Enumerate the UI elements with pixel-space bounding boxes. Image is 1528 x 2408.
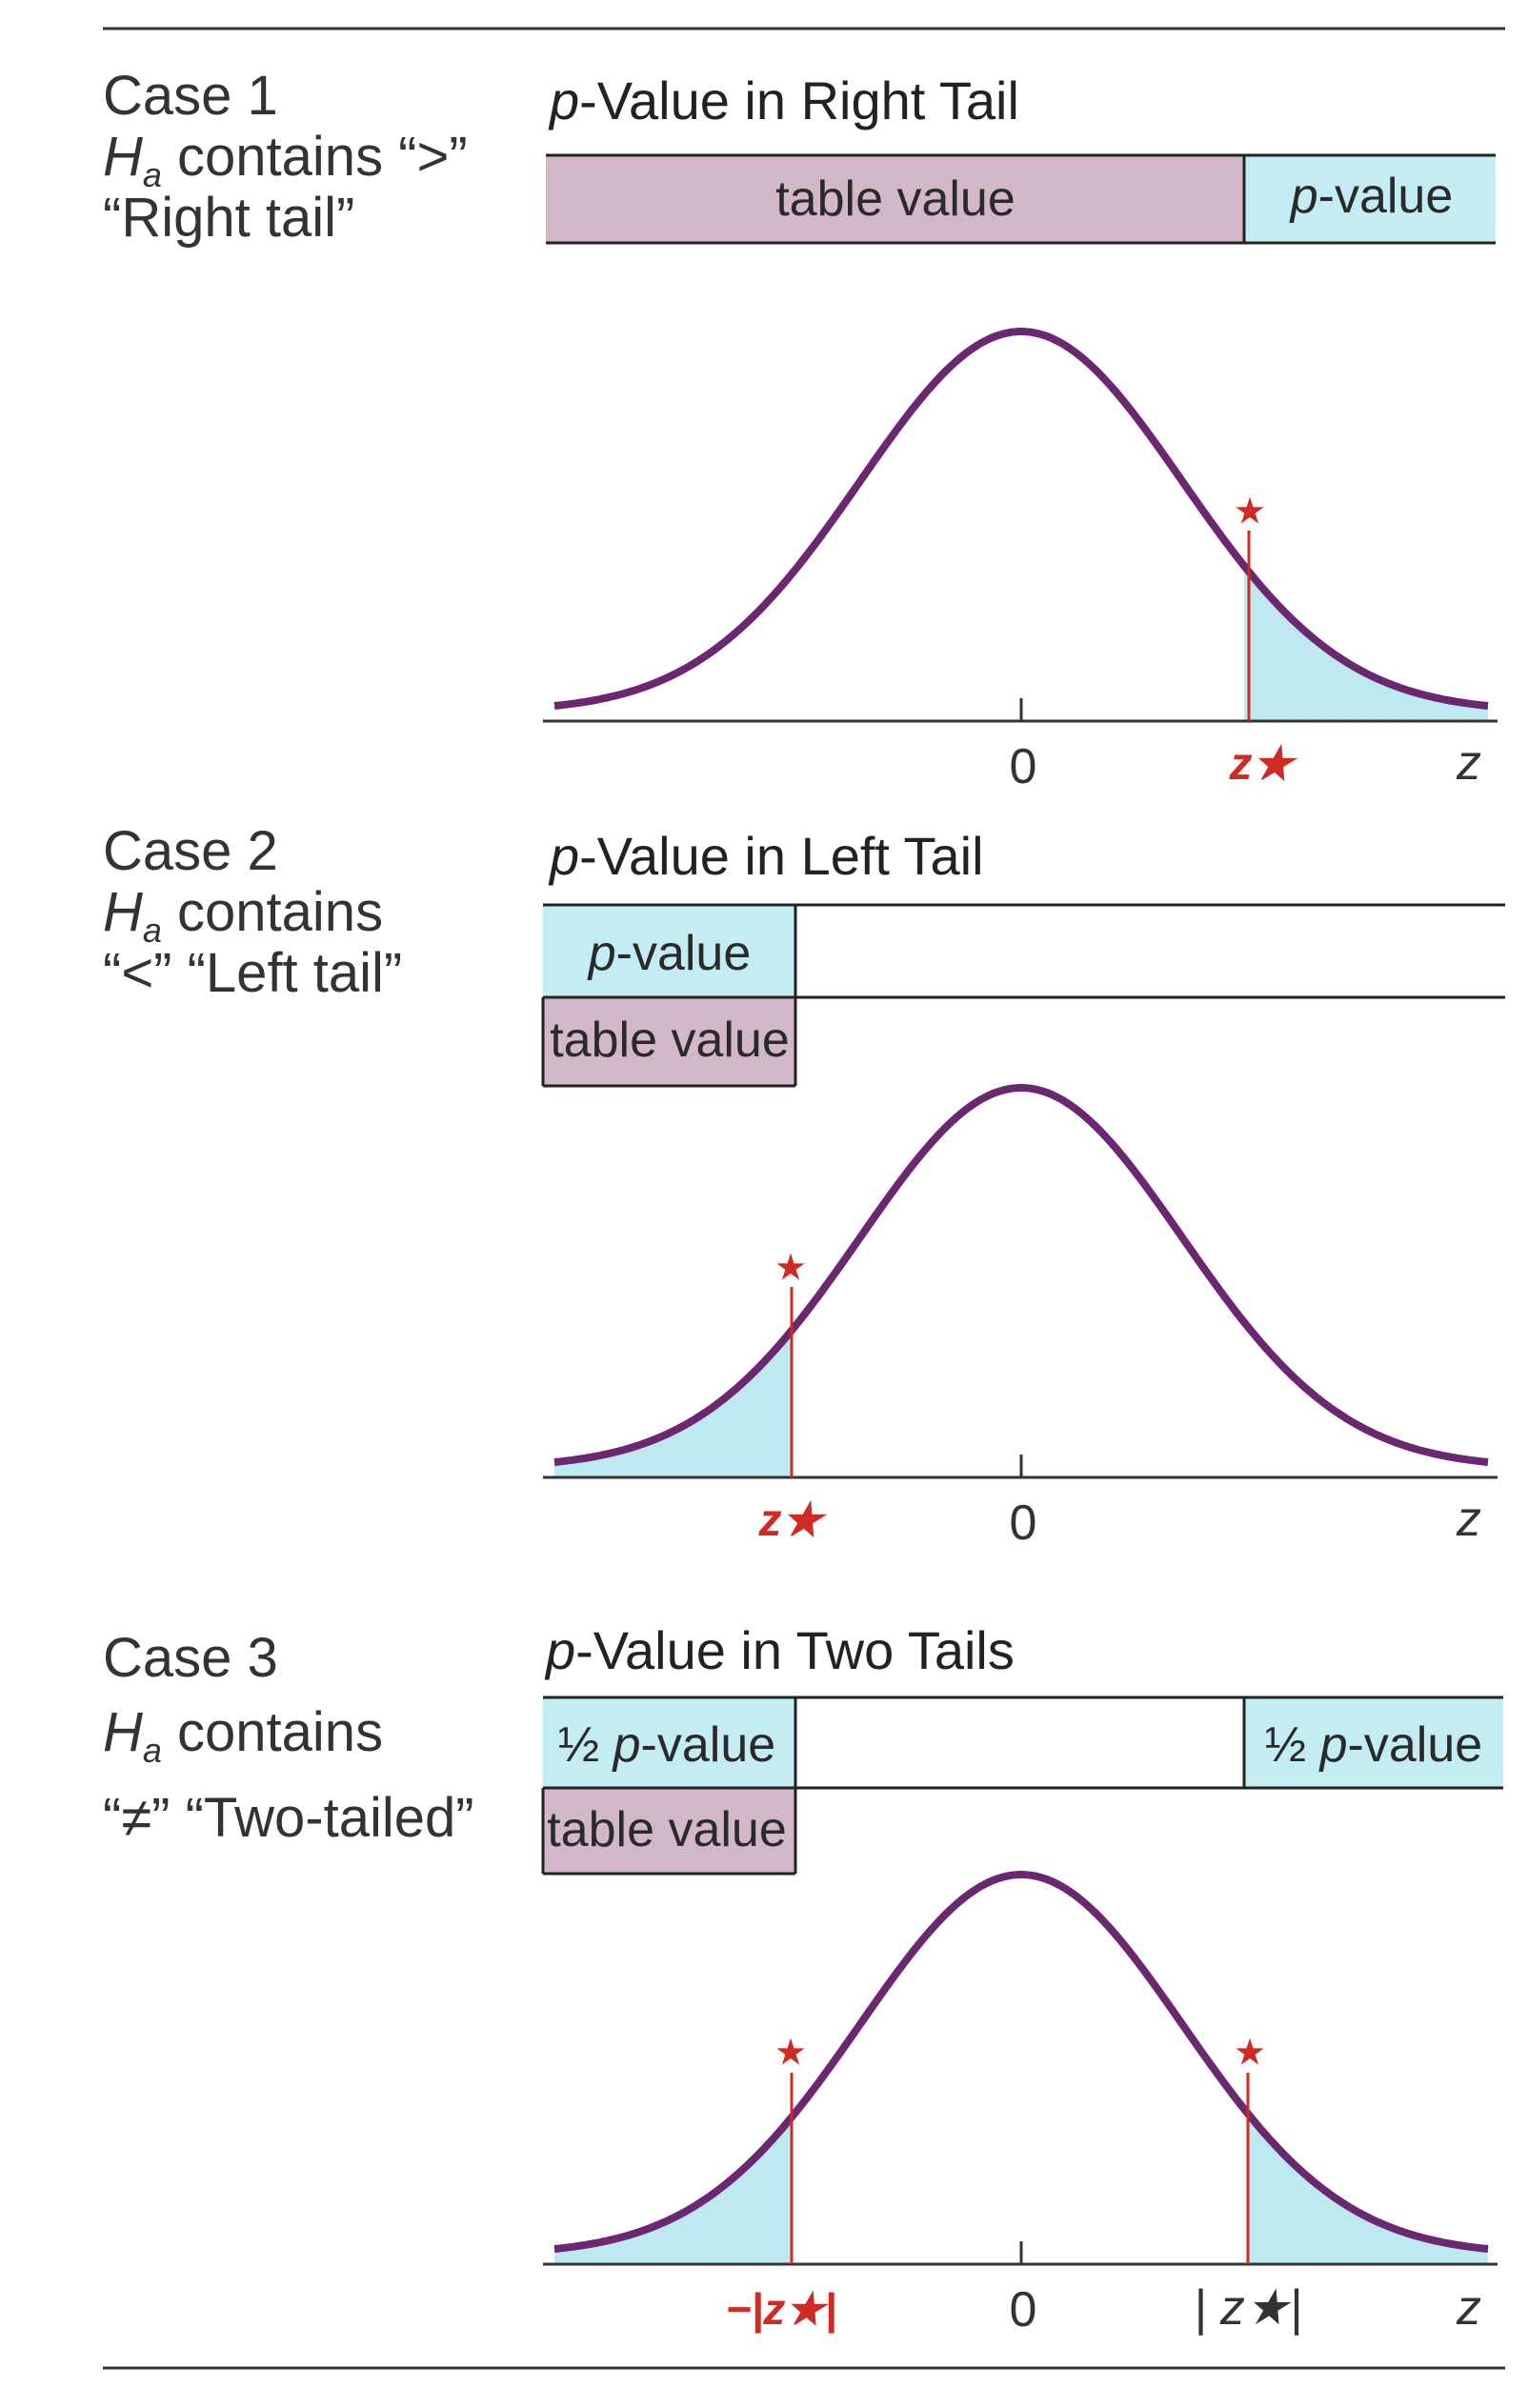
case-3-ha: Ha contains <box>103 1701 383 1770</box>
case-3-header: p-Value in Two Tails <box>544 1620 1015 1680</box>
case-1-label: Case 1 <box>103 65 278 127</box>
case-3-table-value-box <box>543 1788 795 1874</box>
case-1-star-icon: ★ <box>1236 493 1264 530</box>
case-2-p-value-label: p-value <box>587 926 752 981</box>
case-2-desc: “<” “Left tail” <box>103 942 402 1004</box>
case-1-header: p-Value in Right Tail <box>548 70 1019 130</box>
case-2-table-value-label: table value <box>550 1013 790 1068</box>
case-1-desc: “Right tail” <box>103 187 354 249</box>
case-2-ha: Ha contains <box>103 881 383 950</box>
case-3-right-tail-area <box>1248 2114 1488 2264</box>
case-2-star-icon: ★ <box>776 1250 805 1286</box>
case-2-normal-curve <box>553 1084 1489 1466</box>
case-1-zero-label: 0 <box>1010 739 1037 794</box>
case-2-critical-label: z★ <box>757 1495 827 1546</box>
case-3-left-critical-label: −|z★| <box>726 2284 837 2334</box>
case-2-p-value-box <box>543 905 795 997</box>
case-3-left-half-p-value-box <box>543 1697 795 1788</box>
case-1-p-value-box <box>1244 155 1496 243</box>
case-1-p-value-label: p-value <box>1289 169 1454 224</box>
case-1-right-tail-area <box>1244 566 1488 721</box>
case-1-ha: Ha contains “>” <box>103 126 468 194</box>
case-2-table-value-box <box>543 997 795 1086</box>
case-3-zero-label: 0 <box>1010 2282 1037 2338</box>
case-3-table-value-label: table value <box>547 1802 787 1857</box>
case-2-label: Case 2 <box>103 820 278 882</box>
case-2-left-tail-area <box>554 1331 791 1477</box>
case-2-axis-label: z <box>1456 1492 1481 1547</box>
case-3-left-half-p-value-label: ½ p-value <box>558 1717 775 1773</box>
case-1-axis-label: z <box>1456 735 1481 791</box>
case-3-left-star-icon: ★ <box>776 2035 805 2071</box>
case-3-right-half-p-value-box <box>1244 1697 1503 1788</box>
case-1-table-value-label: table value <box>775 171 1015 227</box>
case-2: Case 2 Ha contains “<” “Left tail” p-Val… <box>103 820 1505 1551</box>
case-3-label: Case 3 <box>103 1627 278 1689</box>
case-2-header: p-Value in Left Tail <box>548 826 984 886</box>
case-3-right-half-p-value-label: ½ p-value <box>1265 1717 1482 1773</box>
case-1-critical-label: z★ <box>1228 739 1297 790</box>
case-3-desc: “≠” “Two-tailed” <box>103 1787 474 1849</box>
case-1-normal-curve <box>553 328 1489 710</box>
case-1: Case 1 Ha contains “>” “Right tail” p-Va… <box>103 65 1498 794</box>
case-1-table-value-box <box>546 155 1244 243</box>
case-3-left-tail-area <box>554 2117 791 2264</box>
case-3-right-critical-label: | z★| <box>1194 2280 1302 2336</box>
case-3-normal-curve <box>553 1871 1489 2253</box>
case-3: Case 3 Ha contains “≠” “Two-tailed” p-Va… <box>103 1620 1503 2338</box>
case-3-axis-label: z <box>1456 2280 1481 2336</box>
case-2-zero-label: 0 <box>1010 1495 1037 1551</box>
case-3-right-star-icon: ★ <box>1236 2035 1264 2071</box>
